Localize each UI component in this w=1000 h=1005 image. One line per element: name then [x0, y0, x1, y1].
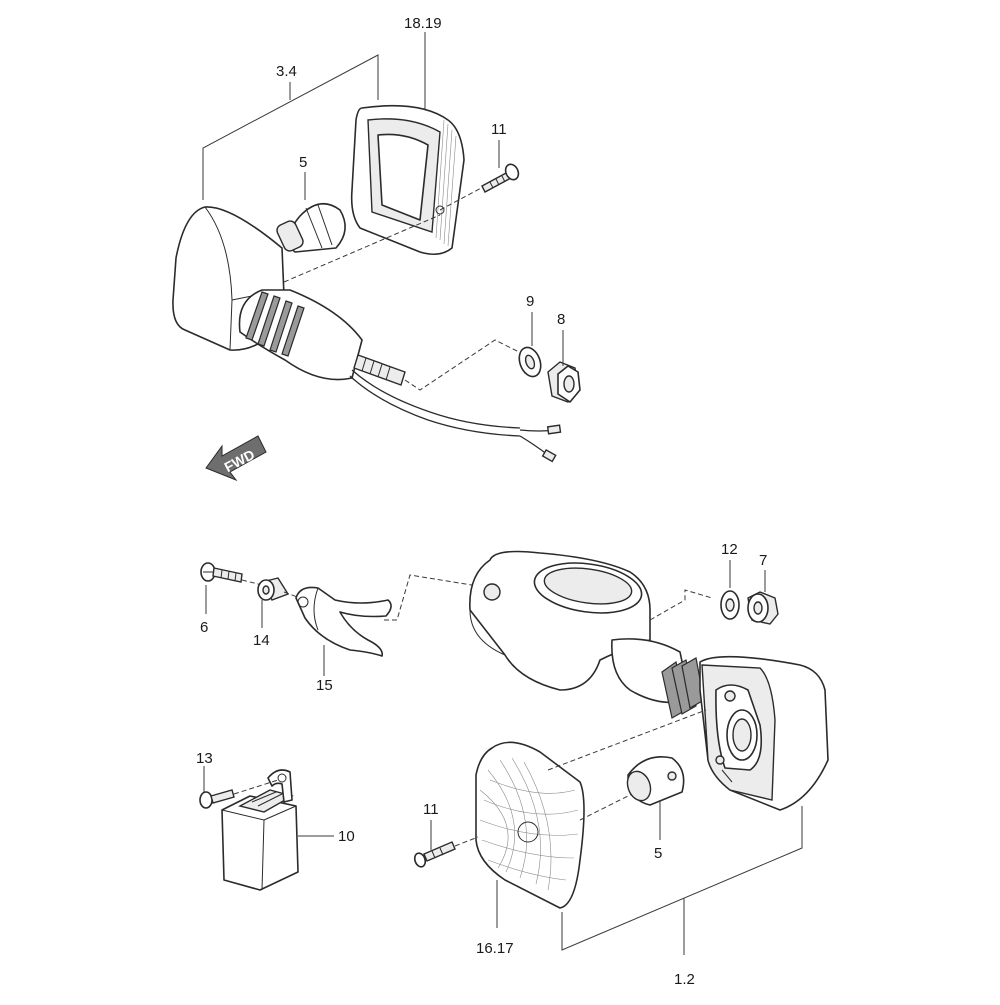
callout-15: 15	[316, 677, 333, 694]
callout-9: 9	[526, 293, 534, 310]
lens-bottom	[475, 741, 585, 909]
nut-8	[547, 361, 581, 403]
washer-12	[720, 590, 740, 620]
callout-5-top: 5	[299, 154, 307, 171]
assembly-line-bulb-bottom	[579, 791, 637, 821]
screw-13	[199, 789, 235, 809]
assembly-line-collar-14	[283, 591, 301, 599]
clamp-15	[295, 586, 392, 657]
screw-6	[200, 562, 243, 583]
relay-10	[221, 769, 299, 891]
bulb-top	[276, 203, 346, 253]
callout-3-4: 3.4	[276, 63, 297, 80]
callout-5-bottom: 5	[654, 845, 662, 862]
assembly-line-top-stud	[404, 339, 526, 391]
bulb-bottom	[626, 756, 685, 806]
forward-direction-arrow: FWD	[205, 435, 267, 482]
callout-18-19: 18.19	[404, 15, 442, 32]
assembly-line-lens-bottom	[547, 709, 707, 771]
washer-9	[518, 346, 542, 378]
turn-signal-housing-top	[172, 206, 562, 463]
bracket-3-4	[202, 54, 379, 200]
turn-signal-mount-bottom	[469, 550, 829, 811]
callout-12: 12	[721, 541, 738, 558]
screw-11-top	[481, 163, 520, 193]
assembly-line-lens-top	[283, 214, 441, 283]
callout-8: 8	[557, 311, 565, 328]
callout-6: 6	[200, 619, 208, 636]
assembly-line-clamp-mount	[384, 574, 491, 621]
lens-top	[350, 104, 465, 256]
assembly-line-screw-11-bottom	[454, 836, 479, 847]
collar-14	[257, 577, 290, 601]
callout-11-bottom: 11	[423, 801, 439, 818]
bracket-1-2	[561, 806, 803, 955]
callout-16-17: 16.17	[476, 940, 514, 957]
screw-11-bottom	[413, 841, 456, 868]
callout-13: 13	[196, 750, 213, 767]
callout-1-2: 1.2	[674, 971, 695, 988]
callout-14: 14	[253, 632, 270, 649]
callout-11-top: 11	[491, 121, 507, 138]
callout-7: 7	[759, 552, 767, 569]
assembly-line-mount-washer	[649, 589, 713, 621]
callout-10: 10	[338, 828, 355, 845]
nut-7	[747, 591, 779, 625]
